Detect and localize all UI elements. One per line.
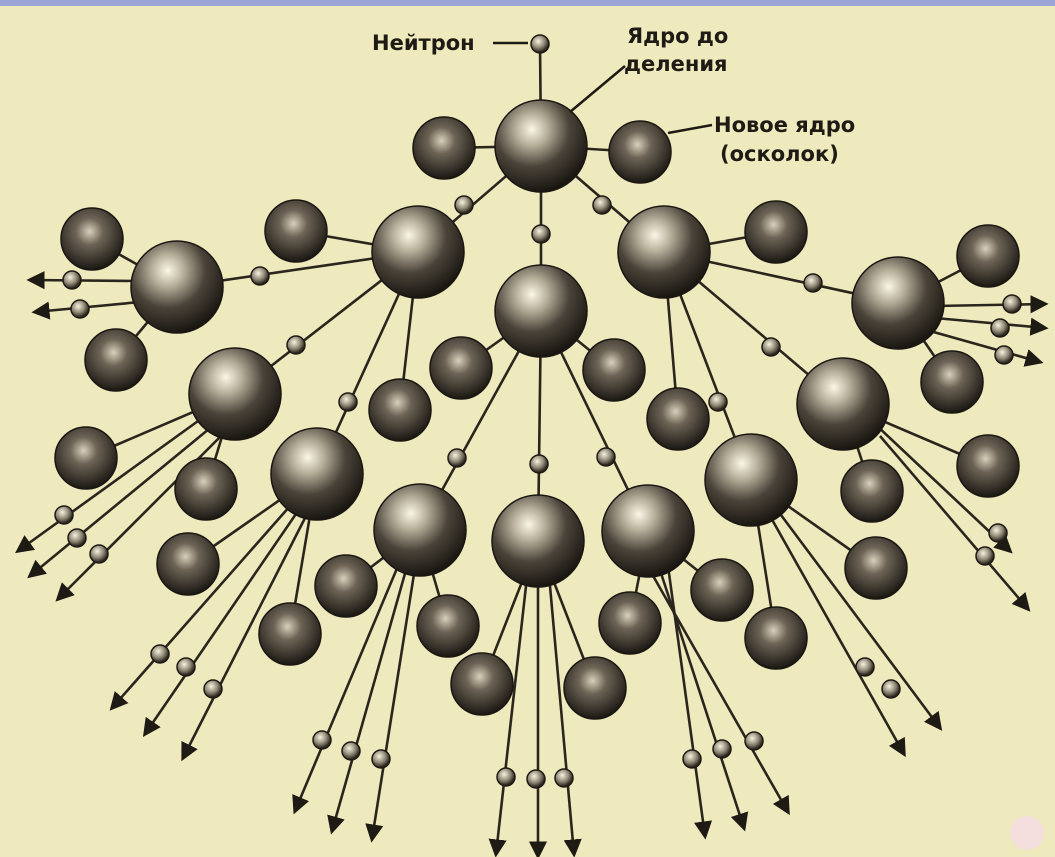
fragment-nucleus (413, 117, 475, 179)
neutron (63, 271, 81, 289)
neutron (71, 300, 89, 318)
fissile-nucleus (131, 241, 223, 333)
neutron (531, 35, 549, 53)
fragment-nucleus (745, 201, 807, 263)
neutron (339, 393, 357, 411)
fragment-nucleus (841, 460, 903, 522)
fissile-nucleus (372, 206, 464, 298)
neutron (313, 731, 331, 749)
neutron (882, 680, 900, 698)
label-nucleus-before-line2: деления (624, 52, 728, 76)
neutron (683, 750, 701, 768)
neutron (976, 547, 994, 565)
fragment-nucleus (691, 559, 753, 621)
neutron (989, 524, 1007, 542)
neutron (991, 319, 1009, 337)
fragment-nucleus (451, 653, 513, 715)
label-new-nucleus: Новое ядро (осколок) (668, 113, 855, 166)
fragment-nucleus (55, 427, 117, 489)
neutron (90, 545, 108, 563)
fragment-nucleus (845, 537, 907, 599)
fissile-nucleus (271, 428, 363, 520)
neutron (713, 740, 731, 758)
label-neutron: Нейтрон (372, 31, 528, 55)
label-new-nucleus-line2: (осколок) (720, 142, 839, 166)
fragment-nucleus (61, 208, 123, 270)
fragment-nucleus (157, 533, 219, 595)
fissile-nucleus (492, 495, 584, 587)
fragment-nucleus (745, 607, 807, 669)
neutron (527, 770, 545, 788)
neutron (342, 742, 360, 760)
fragment-nucleus (564, 657, 626, 719)
neutron (287, 336, 305, 354)
fissile-nucleus (495, 100, 587, 192)
fragment-nucleus (957, 435, 1019, 497)
neutron (745, 732, 763, 750)
label-nucleus-before: Ядро до деления (570, 24, 728, 112)
fragment-nucleus (609, 121, 671, 183)
fissile-nucleus (374, 484, 466, 576)
neutron-arrow (496, 586, 526, 854)
neutron (455, 196, 473, 214)
label-nucleus-before-line1: Ядро до (627, 24, 728, 48)
neutron (804, 274, 822, 292)
fissile-nucleus (852, 257, 944, 349)
neutron (151, 645, 169, 663)
label-neutron-text: Нейтрон (372, 31, 475, 55)
fragment-nucleus (175, 458, 237, 520)
neutron (709, 393, 727, 411)
fissile-nucleus (189, 348, 281, 440)
neutron (204, 680, 222, 698)
neutron (762, 338, 780, 356)
neutron-arrow (935, 304, 1045, 306)
fissile-nucleus (618, 206, 710, 298)
neutron (55, 506, 73, 524)
fragment-nucleus (957, 225, 1019, 287)
fragment-nucleus (85, 329, 147, 391)
fissile-nucleus (495, 265, 587, 357)
label-new-nucleus-line1: Новое ядро (714, 113, 855, 137)
neutron (497, 768, 515, 786)
neutron-arrow (30, 280, 140, 281)
fragment-nucleus (369, 379, 431, 441)
neutron (995, 346, 1013, 364)
neutron (177, 658, 195, 676)
fragment-nucleus (583, 339, 645, 401)
fragment-nucleus (921, 351, 983, 413)
neutron (856, 658, 874, 676)
fragment-nucleus (417, 595, 479, 657)
fragment-nucleus (259, 603, 321, 665)
neutron (597, 448, 615, 466)
chain-reaction-diagram: Нейтрон Ядро до деления Новое ядро (оско… (0, 6, 1055, 857)
neutron (372, 750, 390, 768)
neutron-arrow (935, 318, 1045, 328)
neutron (593, 196, 611, 214)
neutron (532, 225, 550, 243)
neutron (251, 267, 269, 285)
corner-dot (1010, 816, 1044, 850)
neutron (448, 449, 466, 467)
fragment-nucleus (430, 337, 492, 399)
fragment-nucleus (265, 200, 327, 262)
neutron (555, 769, 573, 787)
fissile-nucleus (602, 485, 694, 577)
neutron (530, 455, 548, 473)
fragment-nucleus (315, 555, 377, 617)
fissile-nucleus (705, 434, 797, 526)
neutron (68, 529, 86, 547)
neutron (1003, 295, 1021, 313)
fragment-nucleus (599, 592, 661, 654)
fragment-nucleus (647, 388, 709, 450)
fissile-nucleus (797, 358, 889, 450)
